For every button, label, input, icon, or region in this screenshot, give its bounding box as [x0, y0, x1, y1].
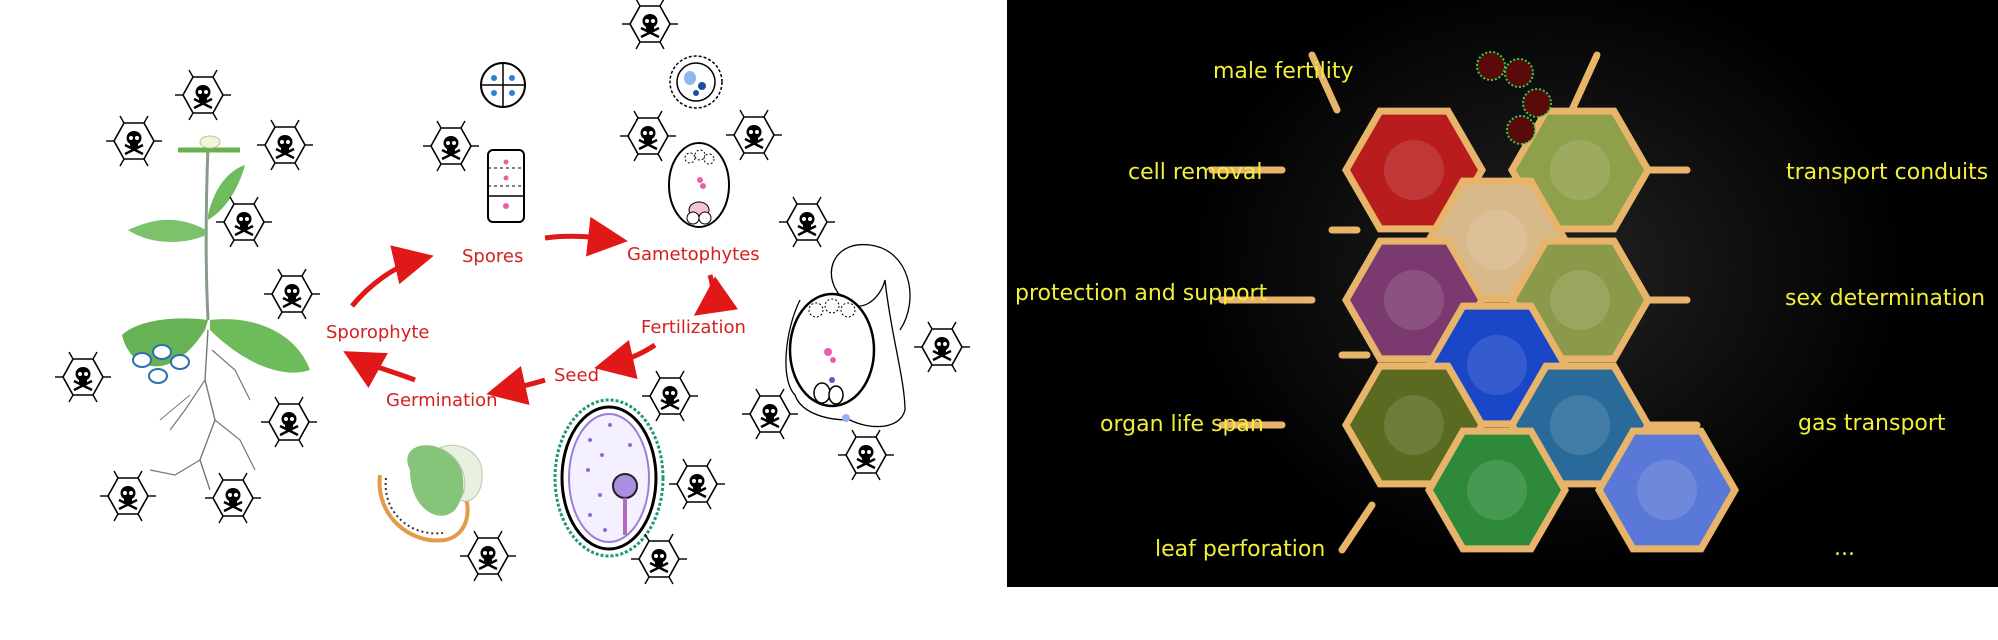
arrow-spores-to-gametophytes	[544, 216, 628, 257]
skull-crossbones-hexagon-icon	[777, 195, 837, 249]
skull-crossbones-hexagon-icon	[173, 68, 233, 122]
skull-crossbones-hexagon-icon	[259, 395, 319, 449]
monstera-leaf-icon	[1424, 427, 1570, 553]
skull-crossbones-hexagon-icon	[262, 267, 322, 321]
stage-label-spores: Spores	[462, 246, 524, 267]
skull-crossbones-hexagon-icon	[618, 109, 678, 163]
skull-crossbones-hexagon-icon	[104, 114, 164, 168]
xylem-micrograph-icon	[1507, 107, 1653, 233]
xylem-micrograph-icon-highlight	[1550, 140, 1610, 200]
plant-icon	[122, 135, 310, 491]
skull-crossbones-hexagon-icon	[203, 471, 263, 525]
stage-label-sporophyte: Sporophyte	[326, 322, 430, 343]
root-cross-section-icon-highlight	[1550, 395, 1610, 455]
skull-crossbones-hexagon-icon	[458, 529, 518, 583]
spore-tetrad-icon	[480, 62, 526, 223]
arrow-seed-to-germination	[486, 365, 546, 406]
pcd-functions-panel: male fertility cell removal protection a…	[1007, 0, 1998, 587]
skull-crossbones-hexagon-icon	[255, 118, 315, 172]
stage-label-gametophytes: Gametophytes	[627, 244, 760, 265]
life-cycle-panel: Spores Gametophytes Fertilization Seed G…	[53, 0, 972, 586]
stage-label-germination: Germination	[386, 390, 498, 411]
skull-crossbones-hexagon-icon	[724, 108, 784, 162]
skull-crossbones-hexagon-icon	[912, 320, 972, 374]
life-cycle-diagram	[53, 0, 972, 586]
skull-photo-icon	[1594, 427, 1740, 553]
function-label-organ-life-span: organ life span	[1100, 412, 1264, 437]
embryo-sac-icon	[668, 142, 730, 228]
skull-crossbones-hexagon-icon	[667, 457, 727, 511]
skull-crossbones-hexagon-icon	[836, 428, 896, 482]
arrow-fertilization-to-seed	[594, 339, 657, 380]
skull-crossbones-hexagon-icon	[740, 387, 800, 441]
arrow-germination-to-sporophyte	[343, 351, 416, 389]
function-label-leaf-perforation: leaf perforation	[1155, 537, 1326, 562]
skull-crossbones-hexagon-icon	[620, 0, 680, 51]
arrow-gametophytes-to-fertilization	[693, 274, 739, 316]
skull-photo-icon-highlight	[1637, 460, 1697, 520]
seed-icon	[553, 398, 665, 558]
monstera-leaf-icon-highlight	[1467, 460, 1527, 520]
pollen-micrograph-icon	[1476, 51, 1552, 145]
anther-micrograph-icon-highlight	[1384, 140, 1444, 200]
stage-label-fertilization: Fertilization	[641, 317, 746, 338]
stage-label-seed: Seed	[554, 365, 599, 386]
skull-crossbones-hexagon-icon	[53, 350, 113, 404]
function-label-cell-removal: cell removal	[1128, 160, 1263, 185]
pollen-grain-icon	[669, 55, 723, 109]
ovule-icon	[785, 244, 911, 428]
skull-crossbones-hexagon-icon	[421, 119, 481, 173]
wood-cross-section-icon-highlight	[1467, 210, 1527, 270]
function-label-transport-conduits: transport conduits	[1786, 160, 1989, 185]
function-label-more: ...	[1834, 536, 1855, 561]
germinating-seedling-icon	[377, 444, 483, 543]
arrow-sporophyte-to-spores	[350, 245, 434, 308]
flower-head-icon-highlight	[1384, 395, 1444, 455]
flower-spike-icon-highlight	[1550, 270, 1610, 330]
function-label-gas-transport: gas transport	[1798, 411, 1946, 436]
function-label-protection-and-support: protection and support	[1015, 281, 1268, 306]
fluorescent-tissue-icon-highlight	[1467, 335, 1527, 395]
honeycomb-diagram	[1187, 0, 1907, 570]
function-label-sex-determination: sex determination	[1785, 286, 1986, 311]
skull-crossbones-hexagon-icon	[98, 469, 158, 523]
skull-crossbones-hexagon-icon	[640, 369, 700, 423]
pollen-wall-icon-highlight	[1384, 270, 1444, 330]
function-label-male-fertility: male fertility	[1213, 59, 1354, 84]
